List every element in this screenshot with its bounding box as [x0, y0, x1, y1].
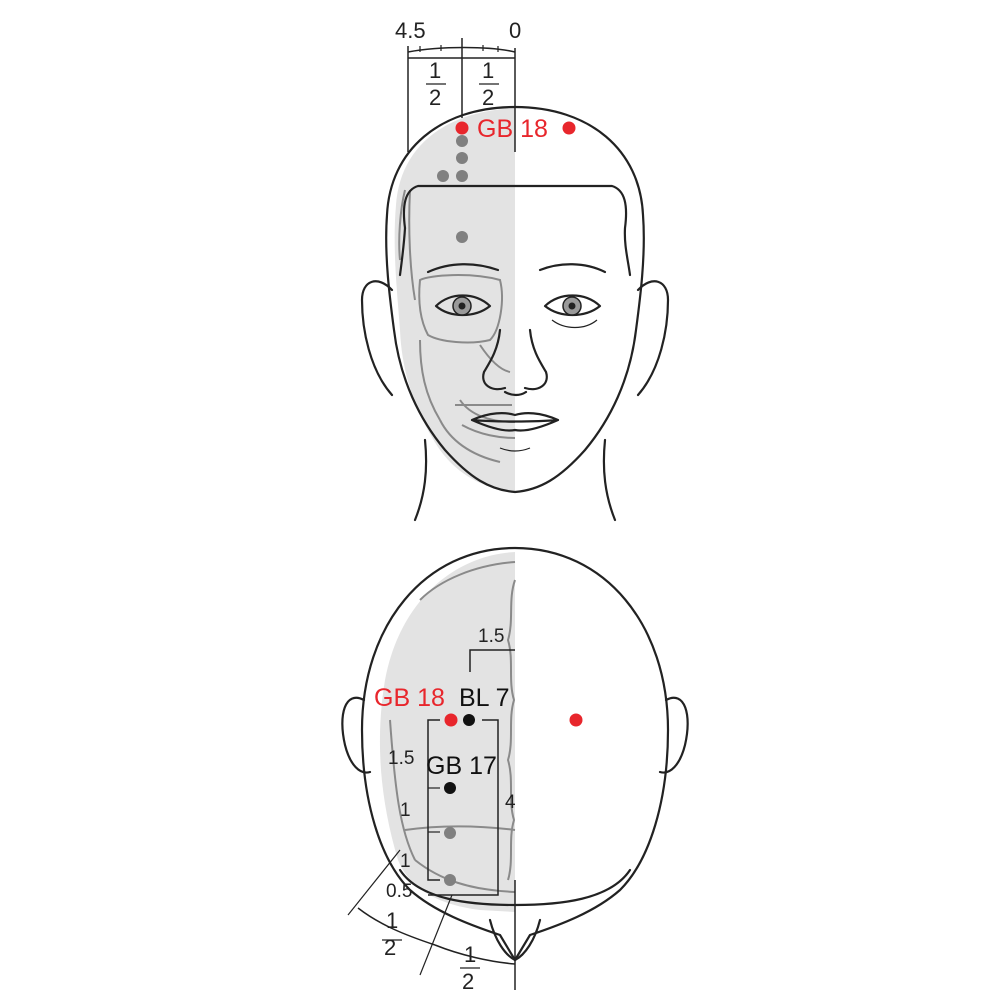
back-skull-shade — [379, 552, 515, 912]
front-gb18-point-right — [562, 121, 576, 135]
back-fraction-bottom-numerator: 1 — [464, 942, 476, 967]
front-gray-point — [456, 170, 468, 182]
back-dim-right: 4 — [505, 792, 516, 813]
front-mouth — [470, 412, 560, 432]
front-fraction-left-denominator: 2 — [429, 85, 441, 110]
back-bl7-label: BL 7 — [459, 684, 510, 712]
back-dim-left-2: 1 — [400, 800, 411, 821]
back-left-ear — [341, 696, 372, 774]
front-measure-right: 0 — [509, 18, 521, 43]
front-fraction-right-numerator: 1 — [482, 58, 494, 83]
back-view: 1.5 1.5 1 1 0.5 4 1 2 1 2 GB 18 BL 7 GB … — [341, 546, 689, 994]
back-gray-point — [444, 874, 456, 886]
front-left-eyebrow — [426, 263, 500, 274]
back-dim-left-3: 1 — [400, 851, 411, 872]
front-gray-points — [437, 135, 468, 243]
front-gray-point — [456, 152, 468, 164]
front-neck-right — [602, 438, 617, 522]
back-fraction-bottom-denominator: 2 — [462, 969, 474, 994]
front-gray-point — [456, 231, 468, 243]
back-fraction-left-numerator: 1 — [386, 908, 398, 933]
back-gb17-point — [444, 782, 456, 794]
front-gray-point — [456, 135, 468, 147]
front-view: 4.5 0 1 2 1 2 GB 18 — [360, 18, 670, 522]
front-left-ear — [360, 280, 394, 397]
front-fraction-left-numerator: 1 — [429, 58, 441, 83]
back-right-ear — [658, 696, 689, 774]
front-nose — [482, 328, 548, 397]
front-chin-line — [499, 447, 531, 452]
front-head-outline — [385, 105, 645, 494]
back-dim-left-1: 1.5 — [388, 748, 414, 769]
front-right-ear — [636, 280, 670, 397]
back-gray-point — [444, 827, 456, 839]
front-hairline — [402, 184, 632, 277]
front-measure-left: 4.5 — [395, 18, 426, 43]
back-dim-left-4: 0.5 — [386, 881, 412, 902]
back-bl7-point — [463, 714, 475, 726]
front-neck-left — [413, 438, 428, 522]
front-dimensions — [407, 38, 516, 152]
front-gb18-point-left — [455, 121, 469, 135]
front-gray-point — [437, 170, 449, 182]
front-gb18-label: GB 18 — [477, 115, 548, 143]
back-gb18-point-left — [444, 713, 458, 727]
back-gb18-point-right — [569, 713, 583, 727]
front-right-eyebrow — [538, 263, 607, 274]
front-hairline-left — [398, 226, 407, 277]
front-right-eye — [543, 294, 602, 329]
back-skull-detail — [389, 561, 516, 893]
back-gb18-label: GB 18 — [374, 684, 445, 712]
back-gb17-label: GB 17 — [426, 752, 497, 780]
back-dim-top: 1.5 — [478, 626, 504, 647]
front-left-eye — [434, 294, 492, 317]
front-fraction-right-denominator: 2 — [482, 85, 494, 110]
back-dimensions — [347, 649, 516, 976]
back-fraction-left-denominator: 2 — [384, 935, 396, 960]
